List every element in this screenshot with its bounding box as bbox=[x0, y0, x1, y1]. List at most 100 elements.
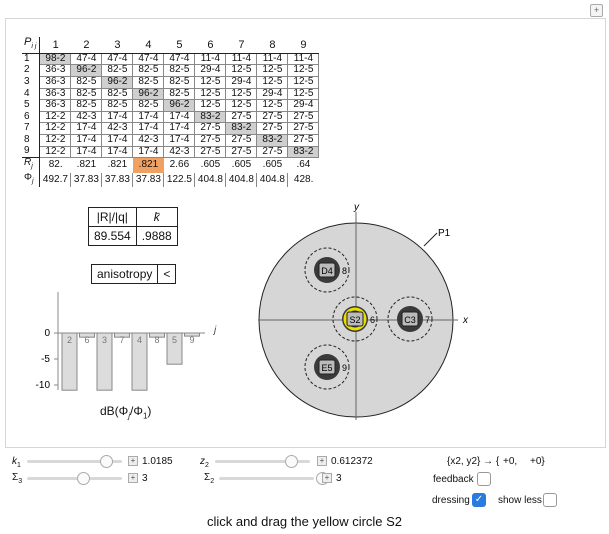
matrix-cell: 27-5 bbox=[225, 110, 258, 124]
matrix-cell: 47-4 bbox=[101, 52, 134, 66]
r-value-cell: .821 bbox=[101, 157, 133, 173]
show-less-checkbox[interactable] bbox=[543, 493, 557, 507]
p1-label: P1 bbox=[438, 228, 451, 239]
matrix-cell: 96-2 bbox=[132, 87, 165, 101]
matrix-cell: 82-5 bbox=[132, 99, 165, 112]
bar-4 bbox=[131, 332, 148, 391]
phi-value-cell: 428. bbox=[287, 172, 319, 188]
sigma3-slider-track[interactable] bbox=[27, 472, 122, 485]
matrix-cell: 12-2 bbox=[39, 145, 72, 159]
matrix-cell: 12-5 bbox=[287, 75, 320, 89]
matrix-cell: 42-3 bbox=[163, 145, 196, 159]
k1-value: 1.0185 bbox=[142, 456, 173, 467]
node-s2[interactable]: S2 6 bbox=[332, 296, 378, 342]
dressing-label: dressing bbox=[432, 495, 470, 506]
node-d4: D4 8 bbox=[304, 247, 350, 293]
matrix-cell: 82-5 bbox=[132, 75, 165, 89]
k1-plus-icon[interactable]: + bbox=[128, 456, 138, 466]
matrix-cell: 17-4 bbox=[163, 110, 196, 124]
matrix-cell: 17-4 bbox=[163, 133, 196, 147]
matrix-cell: 12-2 bbox=[39, 122, 72, 135]
anisotropy-control[interactable]: anisotropy < bbox=[91, 264, 177, 284]
matrix-cell: 82-5 bbox=[163, 87, 196, 101]
matrix-cell: 82-5 bbox=[70, 87, 103, 101]
phi-value-cell: 404.8 bbox=[256, 172, 288, 188]
matrix-cell: 27-5 bbox=[194, 145, 227, 159]
c3-box bbox=[401, 311, 419, 327]
sigma3-label: Σ3 bbox=[12, 472, 23, 485]
matrix-row-header: 7 bbox=[22, 123, 41, 135]
k1-slider-thumb[interactable] bbox=[100, 455, 113, 468]
sigma2-plus-icon[interactable]: + bbox=[322, 473, 332, 483]
matrix-cell: 36-3 bbox=[39, 64, 72, 77]
phi-value-cell: 37.83 bbox=[101, 172, 133, 188]
bar-label: 3 bbox=[102, 335, 107, 345]
matrix-cell: 27-5 bbox=[256, 145, 289, 159]
matrix-col-header: 8 bbox=[256, 37, 288, 54]
sigma2-value: 3 bbox=[336, 473, 342, 484]
e5-label: E5 bbox=[321, 363, 332, 373]
matrix-cell: 17-4 bbox=[101, 110, 134, 124]
anisotropy-toggle-button[interactable]: < bbox=[157, 265, 175, 283]
matrix-cell: 82-5 bbox=[163, 75, 196, 89]
matrix-cell: 82-5 bbox=[70, 99, 103, 112]
bar-label: 8 bbox=[154, 335, 159, 345]
s2-dashed-ring bbox=[332, 296, 378, 342]
e5-number: 9 bbox=[342, 363, 347, 373]
sigma3-slider-thumb[interactable] bbox=[77, 472, 90, 485]
matrix-cell: 82-5 bbox=[70, 75, 103, 89]
matrix-cell: 82-5 bbox=[163, 64, 196, 77]
matrix-cell: 12-5 bbox=[194, 99, 227, 112]
z2-slider-track[interactable] bbox=[215, 455, 310, 468]
matrix-col-header: 4 bbox=[132, 37, 164, 54]
bar-j-label: j bbox=[212, 325, 217, 336]
matrix-row-header: 1 bbox=[22, 53, 41, 65]
phi-value-cell: 37.83 bbox=[70, 172, 102, 188]
r-value-cell: 82. bbox=[39, 157, 71, 173]
r-value-cell: .605 bbox=[256, 157, 288, 173]
r-row-header: Rj bbox=[22, 157, 41, 173]
matrix-cell: 82-5 bbox=[101, 87, 134, 101]
feedback-label: feedback bbox=[433, 474, 474, 485]
matrix-cell: 27-5 bbox=[194, 133, 227, 147]
coords-label: {x2, y2} → { bbox=[447, 456, 500, 467]
bar-6 bbox=[79, 332, 95, 338]
bar-7 bbox=[114, 332, 130, 338]
matrix-cell: 27-5 bbox=[194, 122, 227, 135]
sigma3-value: 3 bbox=[142, 473, 148, 484]
sigma3-plus-icon[interactable]: + bbox=[128, 473, 138, 483]
matrix-cell: 17-4 bbox=[70, 145, 103, 159]
matrix-cell: 36-3 bbox=[39, 87, 72, 101]
dressing-checkbox[interactable]: ✓ bbox=[472, 493, 486, 507]
feedback-checkbox[interactable] bbox=[477, 472, 491, 486]
matrix-cell: 12-5 bbox=[225, 87, 258, 101]
matrix-cell: 12-5 bbox=[287, 87, 320, 101]
matrix-row-header: 6 bbox=[22, 111, 41, 123]
matrix-cell: 29-4 bbox=[225, 75, 258, 89]
k1-slider-track[interactable] bbox=[27, 455, 122, 468]
z2-plus-icon[interactable]: + bbox=[317, 456, 327, 466]
ratio-table: |R|/|q| k̄ 89.554 .9888 bbox=[88, 207, 178, 246]
bar-label: 5 bbox=[172, 335, 177, 345]
bar-label: 4 bbox=[137, 335, 142, 345]
sigma2-slider-track[interactable] bbox=[219, 472, 329, 485]
matrix-cell: 82-5 bbox=[101, 64, 134, 77]
yellow-circle-s2[interactable] bbox=[343, 307, 367, 331]
bar-y-tick-label: -5 bbox=[41, 354, 50, 365]
matrix-col-header: 7 bbox=[225, 37, 257, 54]
d4-dashed-ring bbox=[304, 247, 350, 293]
phi-value-cell: 404.8 bbox=[194, 172, 226, 188]
matrix-cell: 83-2 bbox=[256, 133, 289, 147]
y-axis-label: y bbox=[353, 202, 360, 213]
z2-slider-thumb[interactable] bbox=[285, 455, 298, 468]
matrix-cell: 11-4 bbox=[287, 52, 320, 66]
matrix-cell: 83-2 bbox=[194, 110, 227, 124]
matrix-row-header: 4 bbox=[22, 88, 41, 100]
coords-y: +0} bbox=[530, 456, 545, 467]
options-plus-icon[interactable]: + bbox=[590, 4, 603, 17]
